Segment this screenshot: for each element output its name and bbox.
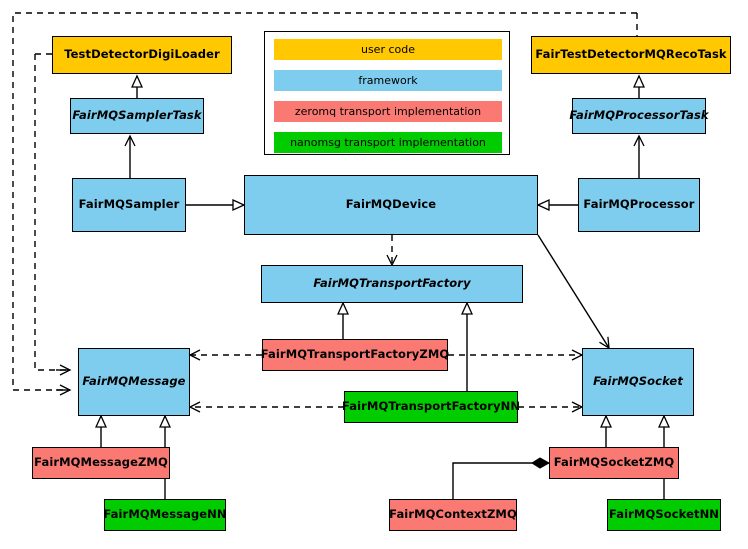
class-node-fairmqcontextzmq[interactable]: FairMQContextZMQ xyxy=(389,499,517,531)
legend-item-user-code: user code xyxy=(274,39,502,60)
class-label: FairMQTransportFactoryZMQ xyxy=(260,347,450,362)
class-label: FairMQProcessor xyxy=(583,197,695,212)
legend-item-zeromq: zeromq transport implementation xyxy=(274,101,502,122)
class-node-fairmqsocketzmq[interactable]: FairMQSocketZMQ xyxy=(549,447,679,479)
class-node-testdetectordigiloader[interactable]: TestDetectorDigiLoader xyxy=(52,36,232,74)
class-label: FairMQMessageZMQ xyxy=(34,455,168,470)
class-node-fairmqmessagezmq[interactable]: FairMQMessageZMQ xyxy=(32,447,170,479)
class-node-fairmqmessagenn[interactable]: FairMQMessageNN xyxy=(103,499,227,531)
class-node-fairmqprocessor[interactable]: FairMQProcessor xyxy=(578,178,700,232)
class-label: FairMQTransportFactory xyxy=(313,276,471,291)
class-node-fairmqtransportfactoryzmq[interactable]: FairMQTransportFactoryZMQ xyxy=(260,339,450,371)
legend-label-zeromq: zeromq transport implementation xyxy=(294,105,482,118)
class-node-fairmqsocketnn[interactable]: FairMQSocketNN xyxy=(607,499,721,531)
class-label: FairMQDevice xyxy=(345,197,437,212)
class-label: FairMQSocketZMQ xyxy=(553,455,675,470)
class-label: FairMQProcessorTask xyxy=(569,108,709,123)
class-node-fairmqtransportfactorynn[interactable]: FairMQTransportFactoryNN xyxy=(341,391,521,423)
class-node-fairmqsampler[interactable]: FairMQSampler xyxy=(72,178,186,232)
class-label: TestDetectorDigiLoader xyxy=(64,47,220,62)
class-node-fairmqmessage[interactable]: FairMQMessage xyxy=(78,348,190,416)
legend-box: user code framework zeromq transport imp… xyxy=(264,31,510,155)
class-node-fairmqprocessortask[interactable]: FairMQProcessorTask xyxy=(569,98,709,134)
class-node-fairmqdevice[interactable]: FairMQDevice xyxy=(244,175,538,235)
class-label: FairTestDetectorMQRecoTask xyxy=(535,47,727,62)
class-label: FairMQSamplerTask xyxy=(72,108,202,123)
class-node-fairmqsocket[interactable]: FairMQSocket xyxy=(582,348,694,416)
class-label: FairMQMessage xyxy=(82,374,186,389)
class-node-fairmqsamplertask[interactable]: FairMQSamplerTask xyxy=(70,98,204,134)
class-label: FairMQSocketNN xyxy=(608,507,720,522)
legend-label-nanomsg: nanomsg transport implementation xyxy=(290,136,486,149)
class-label: FairMQContextZMQ xyxy=(389,507,517,522)
legend-item-framework: framework xyxy=(274,70,502,91)
legend-item-nanomsg: nanomsg transport implementation xyxy=(274,132,502,153)
class-label: FairMQMessageNN xyxy=(103,507,227,522)
class-label: FairMQTransportFactoryNN xyxy=(341,399,521,414)
class-node-fairmqtransportfactory[interactable]: FairMQTransportFactory xyxy=(261,265,523,303)
legend-label-framework: framework xyxy=(358,74,418,87)
user-code-boundary xyxy=(12,12,638,391)
class-label: FairMQSocket xyxy=(593,374,683,389)
comp-contextzmq-socketzmq xyxy=(452,457,551,499)
class-label: FairMQSampler xyxy=(78,197,180,212)
legend-label-user-code: user code xyxy=(360,43,416,56)
class-node-fairtestdetectormqrecotask[interactable]: FairTestDetectorMQRecoTask xyxy=(531,36,731,74)
assoc-device-socket xyxy=(537,234,610,350)
